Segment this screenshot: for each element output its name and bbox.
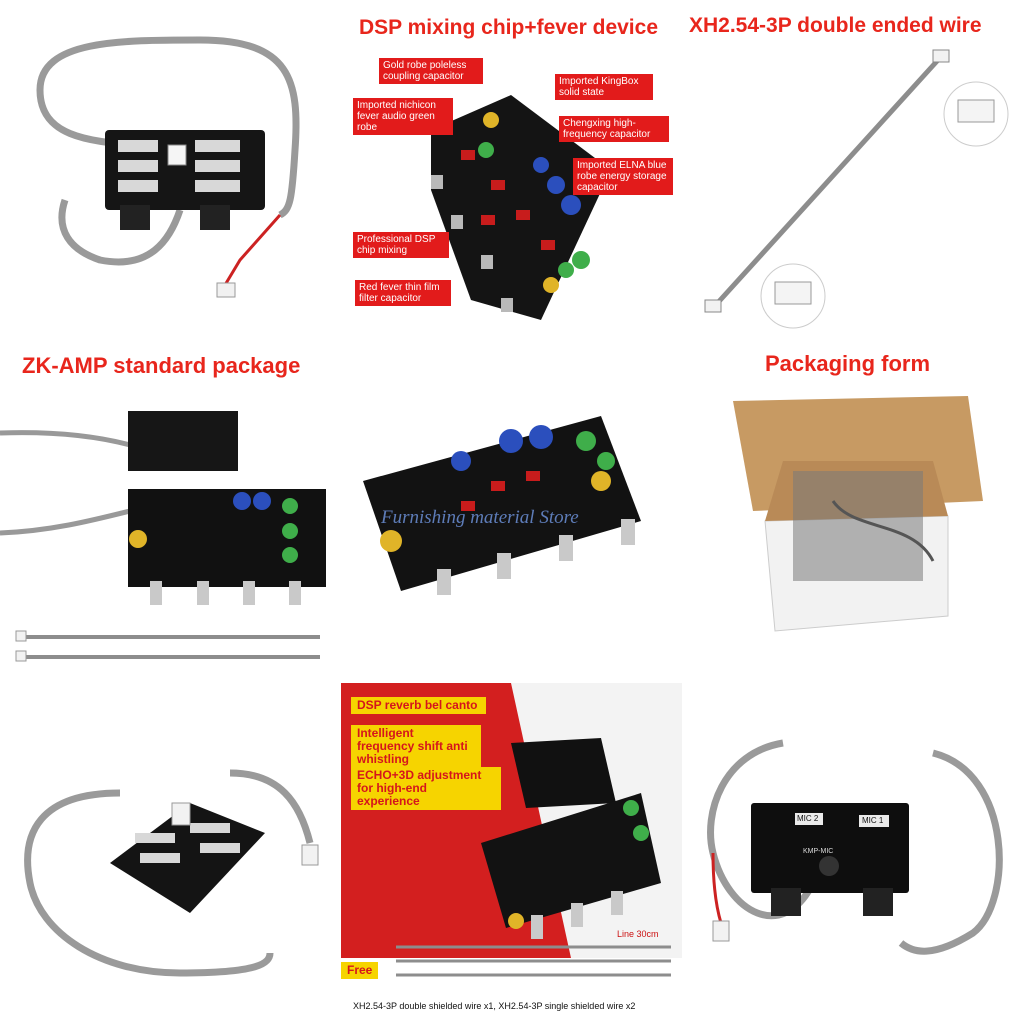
promo-tag-frequency-shift: Intelligent frequency shift anti whistli…	[351, 725, 481, 768]
promo-background	[341, 683, 682, 1024]
callout-red-film: Red fever thin film filter capacitor	[355, 280, 451, 306]
board-angled-illustration	[363, 416, 641, 595]
packaging-box-illustration	[733, 396, 983, 632]
front-plate-illustration	[707, 739, 1003, 955]
promo-tag-echo-3d: ECHO+3D adjustment for high-end experien…	[351, 767, 501, 810]
callout-gold-capacitor: Gold robe poleless coupling capacitor	[379, 58, 483, 84]
promo-tag-reverb: DSP reverb bel canto	[351, 697, 486, 714]
promo-line-length: Line 30cm	[617, 929, 659, 939]
callout-nichicon: Imported nichicon fever audio green robe	[353, 98, 453, 135]
product-image-board-angled[interactable]: Furnishing material Store	[341, 341, 682, 682]
promo-caption: XH2.54-3P double shielded wire x1, XH2.5…	[353, 1001, 636, 1011]
dsp-panel-title: DSP mixing chip+fever device	[359, 16, 658, 39]
wire-panel-title: XH2.54-3P double ended wire	[689, 14, 982, 37]
packaging-panel-title: Packaging form	[765, 351, 931, 376]
product-image-jack-close[interactable]	[0, 683, 341, 1024]
product-image-front-plate[interactable]: MIC 2 MIC 1 KMP-MIC	[683, 683, 1024, 1024]
standard-package-illustration	[0, 411, 326, 662]
callout-dsp-chip: Professional DSP chip mixing	[353, 232, 449, 258]
jack-module-illustration	[36, 36, 300, 298]
front-label-model: KMP-MIC	[803, 848, 834, 855]
front-label-mic1: MIC 1	[862, 816, 884, 825]
standard-panel-title: ZK-AMP standard package	[22, 353, 301, 378]
callout-chengxing: Chengxing high-frequency capacitor	[559, 116, 669, 142]
callout-elna: Imported ELNA blue robe energy storage c…	[573, 158, 673, 195]
dsp-board-illustration	[431, 95, 611, 320]
front-label-mic2: MIC 2	[797, 814, 819, 823]
xh-wire-illustration	[704, 49, 1009, 329]
jack-close-illustration	[24, 769, 319, 977]
product-image-packaging[interactable]: Packaging form	[683, 341, 1024, 682]
product-image-xh-wire[interactable]: XH2.54-3P double ended wire	[683, 0, 1024, 341]
product-image-standard-package[interactable]: ZK-AMP standard package	[0, 341, 341, 682]
promo-free-badge: Free	[341, 962, 379, 979]
product-image-jack-module[interactable]	[0, 0, 341, 341]
product-image-dsp-board[interactable]: DSP mixing chip+fever device Gold robe p…	[341, 0, 682, 341]
store-watermark: Furnishing material Store	[381, 507, 579, 528]
product-image-promo[interactable]: DSP reverb bel canto Intelligent frequen…	[341, 683, 682, 1024]
callout-kingbox: Imported KingBox solid state	[555, 74, 653, 100]
